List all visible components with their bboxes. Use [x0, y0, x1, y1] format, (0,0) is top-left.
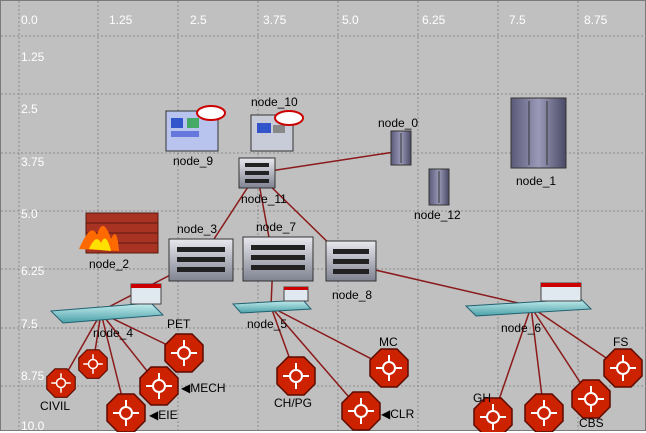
link-node11-node0 [256, 150, 402, 174]
clr-label: ◀CLR [381, 407, 415, 421]
node-9-application-config-icon[interactable] [165, 105, 226, 152]
pet-label: PET [167, 317, 191, 331]
pet-router-icon[interactable] [164, 333, 204, 373]
eie-label: ◀EIE [149, 408, 178, 422]
node-1-server-icon[interactable] [510, 97, 567, 169]
mc-router-icon[interactable] [369, 348, 409, 388]
clr-router-icon[interactable] [341, 391, 381, 431]
cbs-router-icon[interactable] [571, 379, 611, 419]
node-4-hub-icon[interactable] [49, 283, 165, 324]
y-tick: 10.0 [21, 419, 45, 433]
link-node5-clr [270, 306, 362, 412]
civil-label: CIVIL [40, 399, 71, 413]
node-12-server-icon[interactable] [428, 168, 450, 206]
mech-router-icon[interactable] [139, 366, 179, 406]
node-11-label: node_11 [241, 192, 287, 206]
router-icon[interactable] [524, 393, 564, 432]
x-tick: 2.5 [190, 13, 207, 27]
x-tick: 3.75 [263, 13, 287, 27]
link-node5-mc [270, 306, 390, 369]
node-8-label: node_8 [332, 288, 373, 302]
y-tick: 5.0 [21, 207, 38, 221]
fs-label: FS [613, 335, 629, 349]
chpg-router-icon[interactable] [276, 356, 316, 396]
node-7-label: node_7 [256, 220, 297, 234]
node-3-switch-icon[interactable] [168, 238, 234, 282]
x-tick: 1.25 [109, 13, 133, 27]
y-tick: 1.25 [21, 50, 45, 64]
node-6-label: node_6 [501, 321, 542, 335]
node-4-label: node_4 [93, 326, 134, 340]
mc-label: MC [379, 335, 398, 349]
node-10-label: node_10 [251, 95, 298, 109]
eie-router-icon[interactable] [106, 393, 146, 432]
node-8-switch-icon[interactable] [325, 240, 377, 282]
node-12-label: node_12 [414, 208, 461, 222]
node-2-label: node_2 [89, 257, 130, 271]
y-tick: 6.25 [21, 264, 45, 278]
node-9-label: node_9 [173, 154, 214, 168]
node-5-label: node_5 [247, 317, 288, 331]
x-tick: 6.25 [422, 13, 446, 27]
fs-router-icon[interactable] [603, 348, 643, 388]
y-tick: 8.75 [21, 369, 45, 383]
node-0-label: node_0 [378, 116, 419, 130]
node-7-switch-icon[interactable] [242, 236, 314, 282]
y-tick: 3.75 [21, 155, 45, 169]
civil-router-icon[interactable] [46, 368, 76, 398]
gh-label: GH [473, 391, 491, 405]
chpg-label: CH/PG [274, 396, 313, 410]
node-11-switch-icon[interactable] [238, 157, 276, 189]
x-tick: 0.0 [21, 13, 38, 27]
node-5-hub-icon[interactable] [231, 286, 313, 314]
node-6-hub-icon[interactable] [464, 282, 593, 317]
router-icon[interactable] [78, 349, 108, 379]
x-tick: 5.0 [342, 13, 359, 27]
node-0-server-icon[interactable] [390, 130, 412, 166]
y-tick: 7.5 [21, 317, 38, 331]
x-tick: 7.5 [509, 13, 526, 27]
y-tick: 2.5 [21, 102, 38, 116]
node-1-label: node_1 [516, 174, 557, 188]
mech-label: ◀MECH [181, 381, 226, 395]
x-tick: 8.75 [584, 13, 608, 27]
cbs-label: CBS [579, 416, 604, 430]
node-10-profile-config-icon[interactable] [250, 110, 304, 152]
node-2-firewall-icon[interactable] [79, 212, 159, 254]
node-3-label: node_3 [177, 222, 218, 236]
